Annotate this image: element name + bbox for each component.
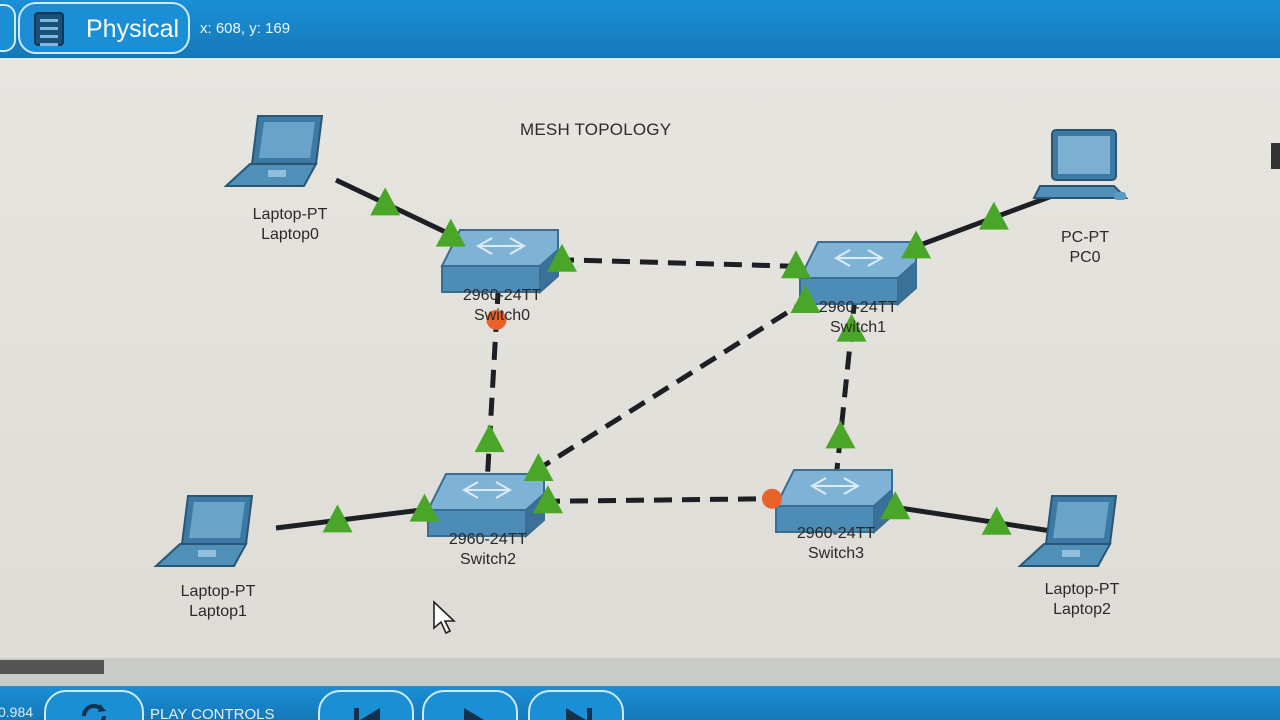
switch3-label: 2960-24TT Switch3 [797,524,875,564]
switch2-switch-icon[interactable] [426,473,545,539]
device-name: Laptop2 [1053,601,1111,618]
link-status-up-switch0-switch1-0 [546,243,577,272]
reset-simulation-button[interactable] [44,690,144,720]
switch1-switch-icon[interactable] [798,241,917,307]
simulation-time: 0.984 [0,704,34,720]
laptop1-laptop-icon[interactable] [153,495,254,567]
link-status-up-laptop2-switch3-1 [880,491,911,520]
device-name: PC0 [1069,249,1101,266]
switch3-switch-icon[interactable] [774,469,893,535]
device-model: Laptop-PT [1044,581,1120,598]
vertical-scrollbar[interactable] [1271,143,1280,169]
switch1-label: 2960-24TT Switch1 [819,298,897,338]
link-status-up-switch2-switch3-0 [532,485,563,514]
device-name: Switch1 [829,319,887,336]
skip-back-icon [354,708,380,720]
physical-mode-button[interactable]: Physical [18,2,190,54]
device-model: Laptop-PT [180,583,256,600]
top-toolbar: Physical x: 608, y: 169 [0,0,1280,58]
device-name: Laptop0 [261,226,319,243]
refresh-icon [82,704,106,720]
horizontal-scrollbar[interactable] [0,660,104,674]
laptop2-label: Laptop-PT Laptop2 [1045,580,1120,620]
link-status-up-switch1-switch2-1 [523,452,554,481]
device-model: 2960-24TT [796,525,876,542]
forward-button[interactable] [528,690,624,720]
mode-label: Physical [86,15,180,43]
link-status-up-switch1-switch3-1 [825,420,856,449]
device-model: PC-PT [1061,229,1109,246]
device-name: Switch3 [807,545,865,562]
device-model: Laptop-PT [252,206,328,223]
link-status-down-switch2-switch3-1 [762,488,783,509]
link-status-up-laptop1-switch2-1 [409,493,440,522]
link-status-up-switch0-switch1-1 [781,250,812,279]
device-name: Switch0 [473,307,531,324]
workspace-canvas[interactable]: Laptop-PT Laptop0 PC-PT PC0 2960-24TT Switch0… [0,58,1280,674]
pc0-label: PC-PT PC0 [1061,228,1109,268]
device-name: Switch2 [459,551,517,568]
play-button[interactable] [422,690,518,720]
link-status-up-laptop1-switch2-0 [322,504,353,533]
link-status-up-laptop0-switch0-0 [370,187,401,216]
device-model: 2960-24TT [462,287,542,304]
laptop0-laptop-icon[interactable] [223,115,324,187]
bottom-toolbar: 0.984 PLAY CONTROLS [0,686,1280,720]
link-status-down-switch0-switch2-0 [486,309,507,330]
mouse-pointer-icon [432,600,458,641]
link-status-up-switch0-switch2-1 [474,424,505,453]
laptop0-label: Laptop-PT Laptop0 [253,205,328,245]
link-status-up-pc0-switch1-0 [978,201,1009,230]
left-edge-button[interactable] [0,4,16,52]
device-name: Laptop1 [189,603,247,620]
switch0-label: 2960-24TT Switch0 [463,286,541,326]
device-model: 2960-24TT [818,299,898,316]
link-status-up-switch1-switch3-0 [836,313,867,342]
topology-diagram [153,115,1129,567]
link-status-up-switch1-switch2-0 [790,285,821,314]
link-switch1-switch3[interactable] [831,267,861,499]
canvas-title: MESH TOPOLOGY [520,120,672,139]
pc0-pc-icon[interactable] [1032,129,1129,200]
cursor-coordinates: x: 608, y: 169 [200,20,291,37]
link-status-up-laptop2-switch3-0 [981,506,1012,535]
skip-forward-icon [566,708,592,720]
switch2-label: 2960-24TT Switch2 [449,530,527,570]
device-model: 2960-24TT [448,531,528,548]
link-status-up-pc0-switch1-1 [901,230,932,259]
laptop1-label: Laptop-PT Laptop1 [181,582,256,622]
laptop2-laptop-icon[interactable] [1017,495,1118,567]
play-icon [464,708,484,720]
back-button[interactable] [318,690,414,720]
rack-icon [34,12,64,46]
play-controls-label: PLAY CONTROLS [150,706,275,720]
link-switch0-switch2[interactable] [483,257,503,503]
link-status-up-laptop0-switch0-1 [435,218,466,247]
